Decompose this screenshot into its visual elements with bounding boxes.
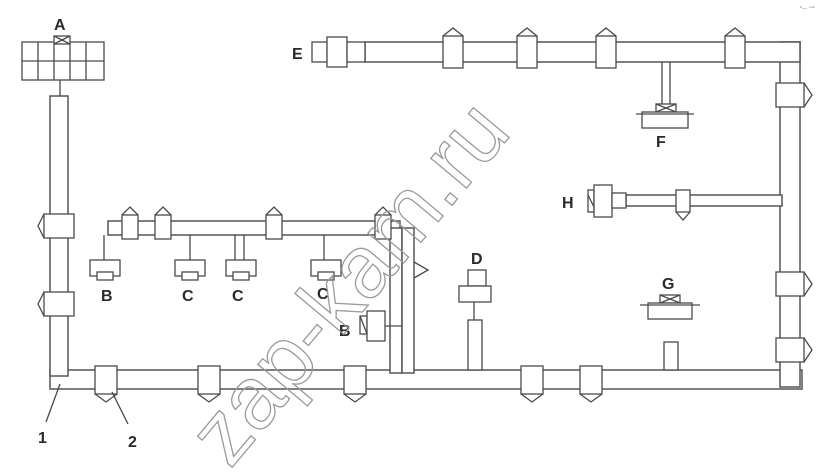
label-g: G [662, 276, 674, 293]
label-f: F [656, 134, 666, 151]
component-f [636, 62, 694, 129]
component-a [21, 35, 105, 81]
component-c2 [225, 235, 257, 281]
label-1: 1 [38, 430, 47, 447]
leader-1 [45, 383, 61, 423]
label-a: A [54, 17, 66, 34]
label-c3: C [317, 286, 329, 303]
component-g [640, 294, 700, 371]
h-branch-pipe [625, 194, 783, 207]
label-e: E [292, 46, 303, 63]
component-d [458, 269, 492, 371]
label-d: D [471, 251, 483, 268]
component-e [311, 36, 366, 68]
component-c3 [310, 235, 342, 281]
leader-2 [111, 391, 129, 425]
pipe-clamps [43, 35, 805, 395]
distribution-riser-2 [401, 227, 415, 374]
label-c1: C [182, 288, 194, 305]
label-b-middle: B [339, 323, 351, 340]
label-h: H [562, 195, 574, 212]
label-b-top: B [101, 288, 113, 305]
component-c1 [174, 235, 206, 281]
corner-mark: ⁶— ᵐᵃʳ [800, 6, 816, 12]
component-h [587, 184, 627, 218]
label-2: 2 [128, 434, 137, 451]
component-b-top [89, 235, 121, 281]
clamp-arrows [37, 27, 813, 403]
component-b-middle [359, 310, 402, 342]
label-c2: C [232, 288, 244, 305]
